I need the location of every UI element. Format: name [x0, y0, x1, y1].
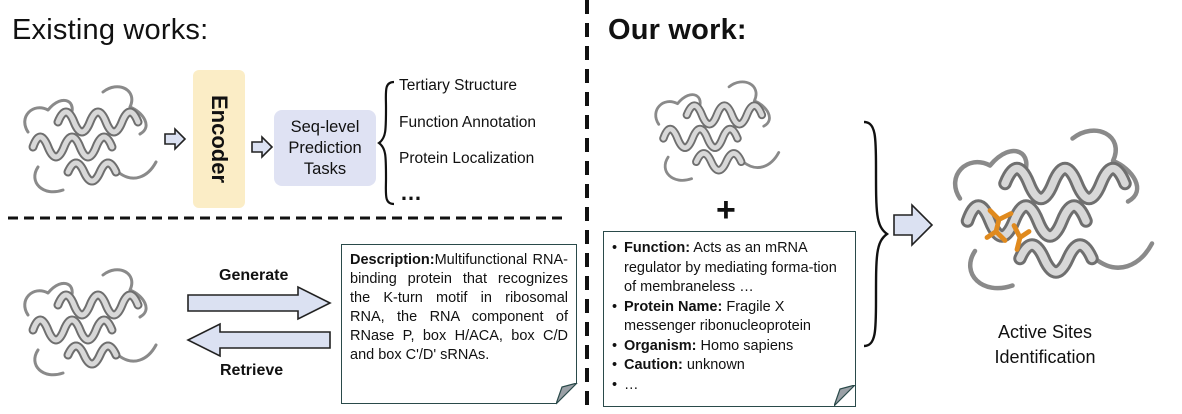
list-item: Organism: Homo sapiens — [610, 337, 849, 357]
right-arrow-icon — [251, 135, 274, 159]
generate-arrow-icon — [187, 285, 332, 321]
active-sites-identification-label: Active Sites Identification — [960, 320, 1130, 370]
our-work-heading: Our work: — [608, 14, 747, 46]
retrieve-label: Retrieve — [220, 362, 284, 379]
task-function-annotation: Function Annotation — [399, 114, 537, 131]
seq-task-line: Tasks — [303, 159, 347, 178]
list-item: Protein Name: Fragile X messenger ribonu… — [610, 298, 849, 337]
retrieve-arrow-icon — [186, 322, 331, 358]
field-value: Acts as an mRNA regulator by mediating f… — [624, 240, 837, 295]
field-key: Organism: — [624, 337, 697, 354]
protein-structure-image — [8, 72, 168, 202]
result-line: Identification — [994, 347, 1096, 367]
protein-info-note: Function: Acts as an mRNA regulator by m… — [603, 231, 856, 407]
description-key: Description: — [350, 252, 435, 268]
plus-sign: + — [716, 191, 736, 229]
task-protein-localization: Protein Localization — [399, 150, 535, 167]
result-line: Active Sites — [997, 322, 1093, 342]
curly-brace-right — [863, 120, 890, 348]
encoder-block: Encoder — [193, 70, 245, 208]
seq-task-line: Seq-level — [290, 117, 360, 136]
seq-task-line: Prediction — [288, 138, 362, 157]
seq-level-prediction-tasks-box: Seq-level Prediction Tasks — [274, 110, 376, 186]
field-value: unknown — [686, 357, 745, 373]
curly-brace — [377, 80, 395, 206]
encoder-label: Encoder — [207, 94, 232, 184]
list-item: Function: Acts as an mRNA regulator by m… — [610, 239, 849, 298]
page-curl-icon — [834, 385, 856, 407]
field-key: Function: — [624, 240, 691, 256]
task-tertiary-structure: Tertiary Structure — [399, 77, 518, 94]
page-curl-icon — [556, 383, 578, 405]
description-text: Multifunctional RNA-binding protein that… — [350, 252, 568, 363]
protein-structure-image — [640, 64, 790, 194]
right-arrow-icon — [893, 203, 934, 247]
list-item: Caution: unknown — [610, 356, 849, 376]
field-value: … — [624, 376, 639, 393]
task-ellipsis: … — [400, 180, 422, 205]
field-key: Protein Name: — [624, 298, 723, 315]
field-value: Homo sapiens — [700, 337, 794, 354]
protein-structure-image — [8, 255, 168, 385]
list-item: … — [610, 376, 849, 396]
right-arrow-icon — [164, 127, 187, 151]
description-note: Description:Multifunctional RNA-binding … — [341, 244, 577, 404]
field-value: Fragile X messenger ribonucleoprotein — [624, 298, 811, 335]
field-key: Caution: — [624, 357, 683, 373]
generate-label: Generate — [219, 267, 289, 284]
protein-active-site-image — [930, 96, 1170, 316]
existing-works-heading: Existing works: — [12, 14, 209, 46]
